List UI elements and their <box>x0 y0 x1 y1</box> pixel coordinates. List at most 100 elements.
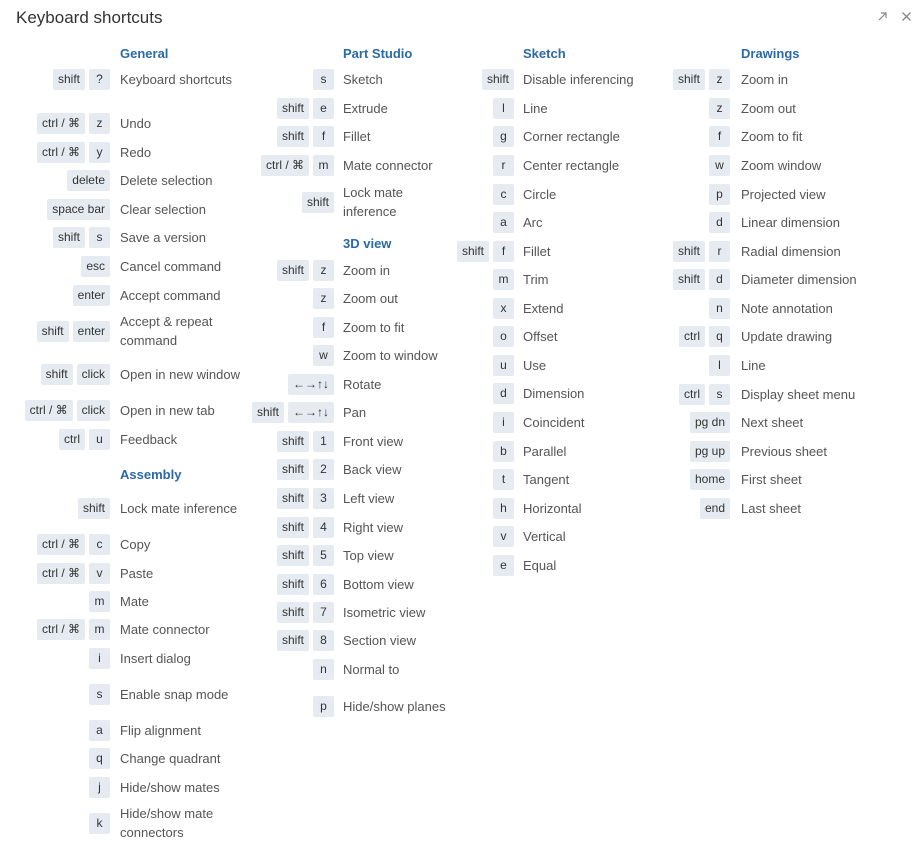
shortcut-keys: v <box>493 525 514 547</box>
shortcut-label: Front view <box>343 433 403 449</box>
shortcut-keys: home <box>689 468 730 490</box>
shortcut-keys: esc <box>81 255 110 277</box>
key-cap: w <box>709 154 730 176</box>
shortcut-keys: l <box>709 354 730 376</box>
shortcut-label: Zoom to fit <box>343 319 405 335</box>
shortcut-label: Redo <box>120 144 152 160</box>
shortcut-label: Extrude <box>343 100 388 116</box>
shortcut-keys: n <box>313 658 334 680</box>
key-cap: shift <box>672 68 705 90</box>
shortcut-label: Delete selection <box>120 172 213 188</box>
key-cap: 2 <box>313 458 334 480</box>
key-cap: shift <box>672 268 705 290</box>
key-cap: z <box>709 97 730 119</box>
shortcut-keys: ctrl / ⌘c <box>37 533 110 555</box>
key-cap: click <box>76 399 110 421</box>
shortcut-label: Back view <box>343 461 402 477</box>
shortcut-label: Zoom to fit <box>741 128 803 144</box>
key-cap: d <box>709 211 730 233</box>
dialog-title: Keyboard shortcuts <box>16 8 163 27</box>
key-cap: shift <box>276 430 309 452</box>
key-cap: shift <box>52 226 85 248</box>
key-cap: ctrl / ⌘ <box>24 399 73 421</box>
shortcut-label: Coincident <box>523 414 585 430</box>
shortcut-keys: z <box>313 287 334 309</box>
shortcut-label: Isometric view <box>343 604 426 620</box>
key-cap: d <box>493 382 514 404</box>
key-cap: r <box>709 240 730 262</box>
shortcut-label: Center rectangle <box>523 157 620 173</box>
key-cap: 6 <box>313 573 334 595</box>
shortcut-label: Equal <box>523 557 557 573</box>
shortcut-label: Insert dialog <box>120 650 191 666</box>
key-cap: esc <box>81 255 110 277</box>
shortcut-label: Enable snap mode <box>120 686 229 702</box>
shortcut-label: Zoom out <box>343 290 398 306</box>
expand-icon[interactable] <box>876 10 889 23</box>
key-cap: ←→↑↓ <box>288 401 334 423</box>
key-cap: ctrl <box>59 428 85 450</box>
shortcut-keys: ctrl / ⌘z <box>37 112 110 134</box>
key-cap: i <box>493 411 514 433</box>
shortcut-label: Undo <box>120 115 152 131</box>
key-cap: o <box>493 325 514 347</box>
shortcut-keys: g <box>493 125 514 147</box>
shortcut-keys: shift <box>301 191 334 213</box>
key-cap: ←→↑↓ <box>288 373 334 395</box>
key-cap: v <box>89 562 110 584</box>
key-cap: ctrl / ⌘ <box>37 618 85 640</box>
shortcut-label: Last sheet <box>741 500 801 516</box>
key-cap: h <box>493 497 514 519</box>
key-cap: e <box>493 554 514 576</box>
section-title: General <box>120 46 169 61</box>
shortcut-label: Clear selection <box>120 201 206 217</box>
shortcut-keys: end <box>699 497 730 519</box>
key-cap: w <box>313 344 334 366</box>
key-cap: j <box>89 776 110 798</box>
shortcut-keys: f <box>313 316 334 338</box>
close-icon[interactable] <box>900 10 913 23</box>
shortcut-label: Open in new window <box>120 366 240 382</box>
shortcut-keys: t <box>493 468 514 490</box>
key-cap: d <box>709 268 730 290</box>
shortcut-label: Cancel command <box>120 258 222 274</box>
shortcut-label: Diameter dimension <box>741 271 857 287</box>
key-cap: shift <box>481 68 514 90</box>
key-cap: enter <box>72 320 110 342</box>
key-cap: shift <box>276 516 309 538</box>
key-cap: end <box>699 497 730 519</box>
key-cap: shift <box>672 240 705 262</box>
key-cap: m <box>313 154 334 176</box>
shortcut-keys: m <box>89 590 110 612</box>
section-title: 3D view <box>343 236 392 251</box>
shortcut-label: Pan <box>343 404 367 420</box>
key-cap: z <box>89 112 110 134</box>
shortcut-keys: b <box>493 440 514 462</box>
shortcut-label: Accept & repeat command <box>120 314 213 348</box>
shortcut-label: Linear dimension <box>741 214 841 230</box>
key-cap: s <box>313 68 334 90</box>
shortcut-keys: a <box>89 719 110 741</box>
key-cap: home <box>689 468 730 490</box>
shortcut-keys: shift←→↑↓ <box>251 401 334 423</box>
key-cap: shift <box>276 259 309 281</box>
shortcut-label: Dimension <box>523 385 585 401</box>
shortcut-keys: d <box>493 382 514 404</box>
key-cap: ctrl <box>679 383 705 405</box>
shortcut-label: Offset <box>523 328 558 344</box>
shortcut-label: Trim <box>523 271 549 287</box>
key-cap: shift <box>276 97 309 119</box>
shortcut-keys: p <box>313 695 334 717</box>
shortcut-label: Hide/show mates <box>120 779 220 795</box>
key-cap: f <box>313 125 334 147</box>
shortcut-label: Display sheet menu <box>741 386 856 402</box>
shortcut-label: Fillet <box>343 128 371 144</box>
shortcut-keys: e <box>493 554 514 576</box>
key-cap: shift <box>276 544 309 566</box>
key-cap: 8 <box>313 629 334 651</box>
